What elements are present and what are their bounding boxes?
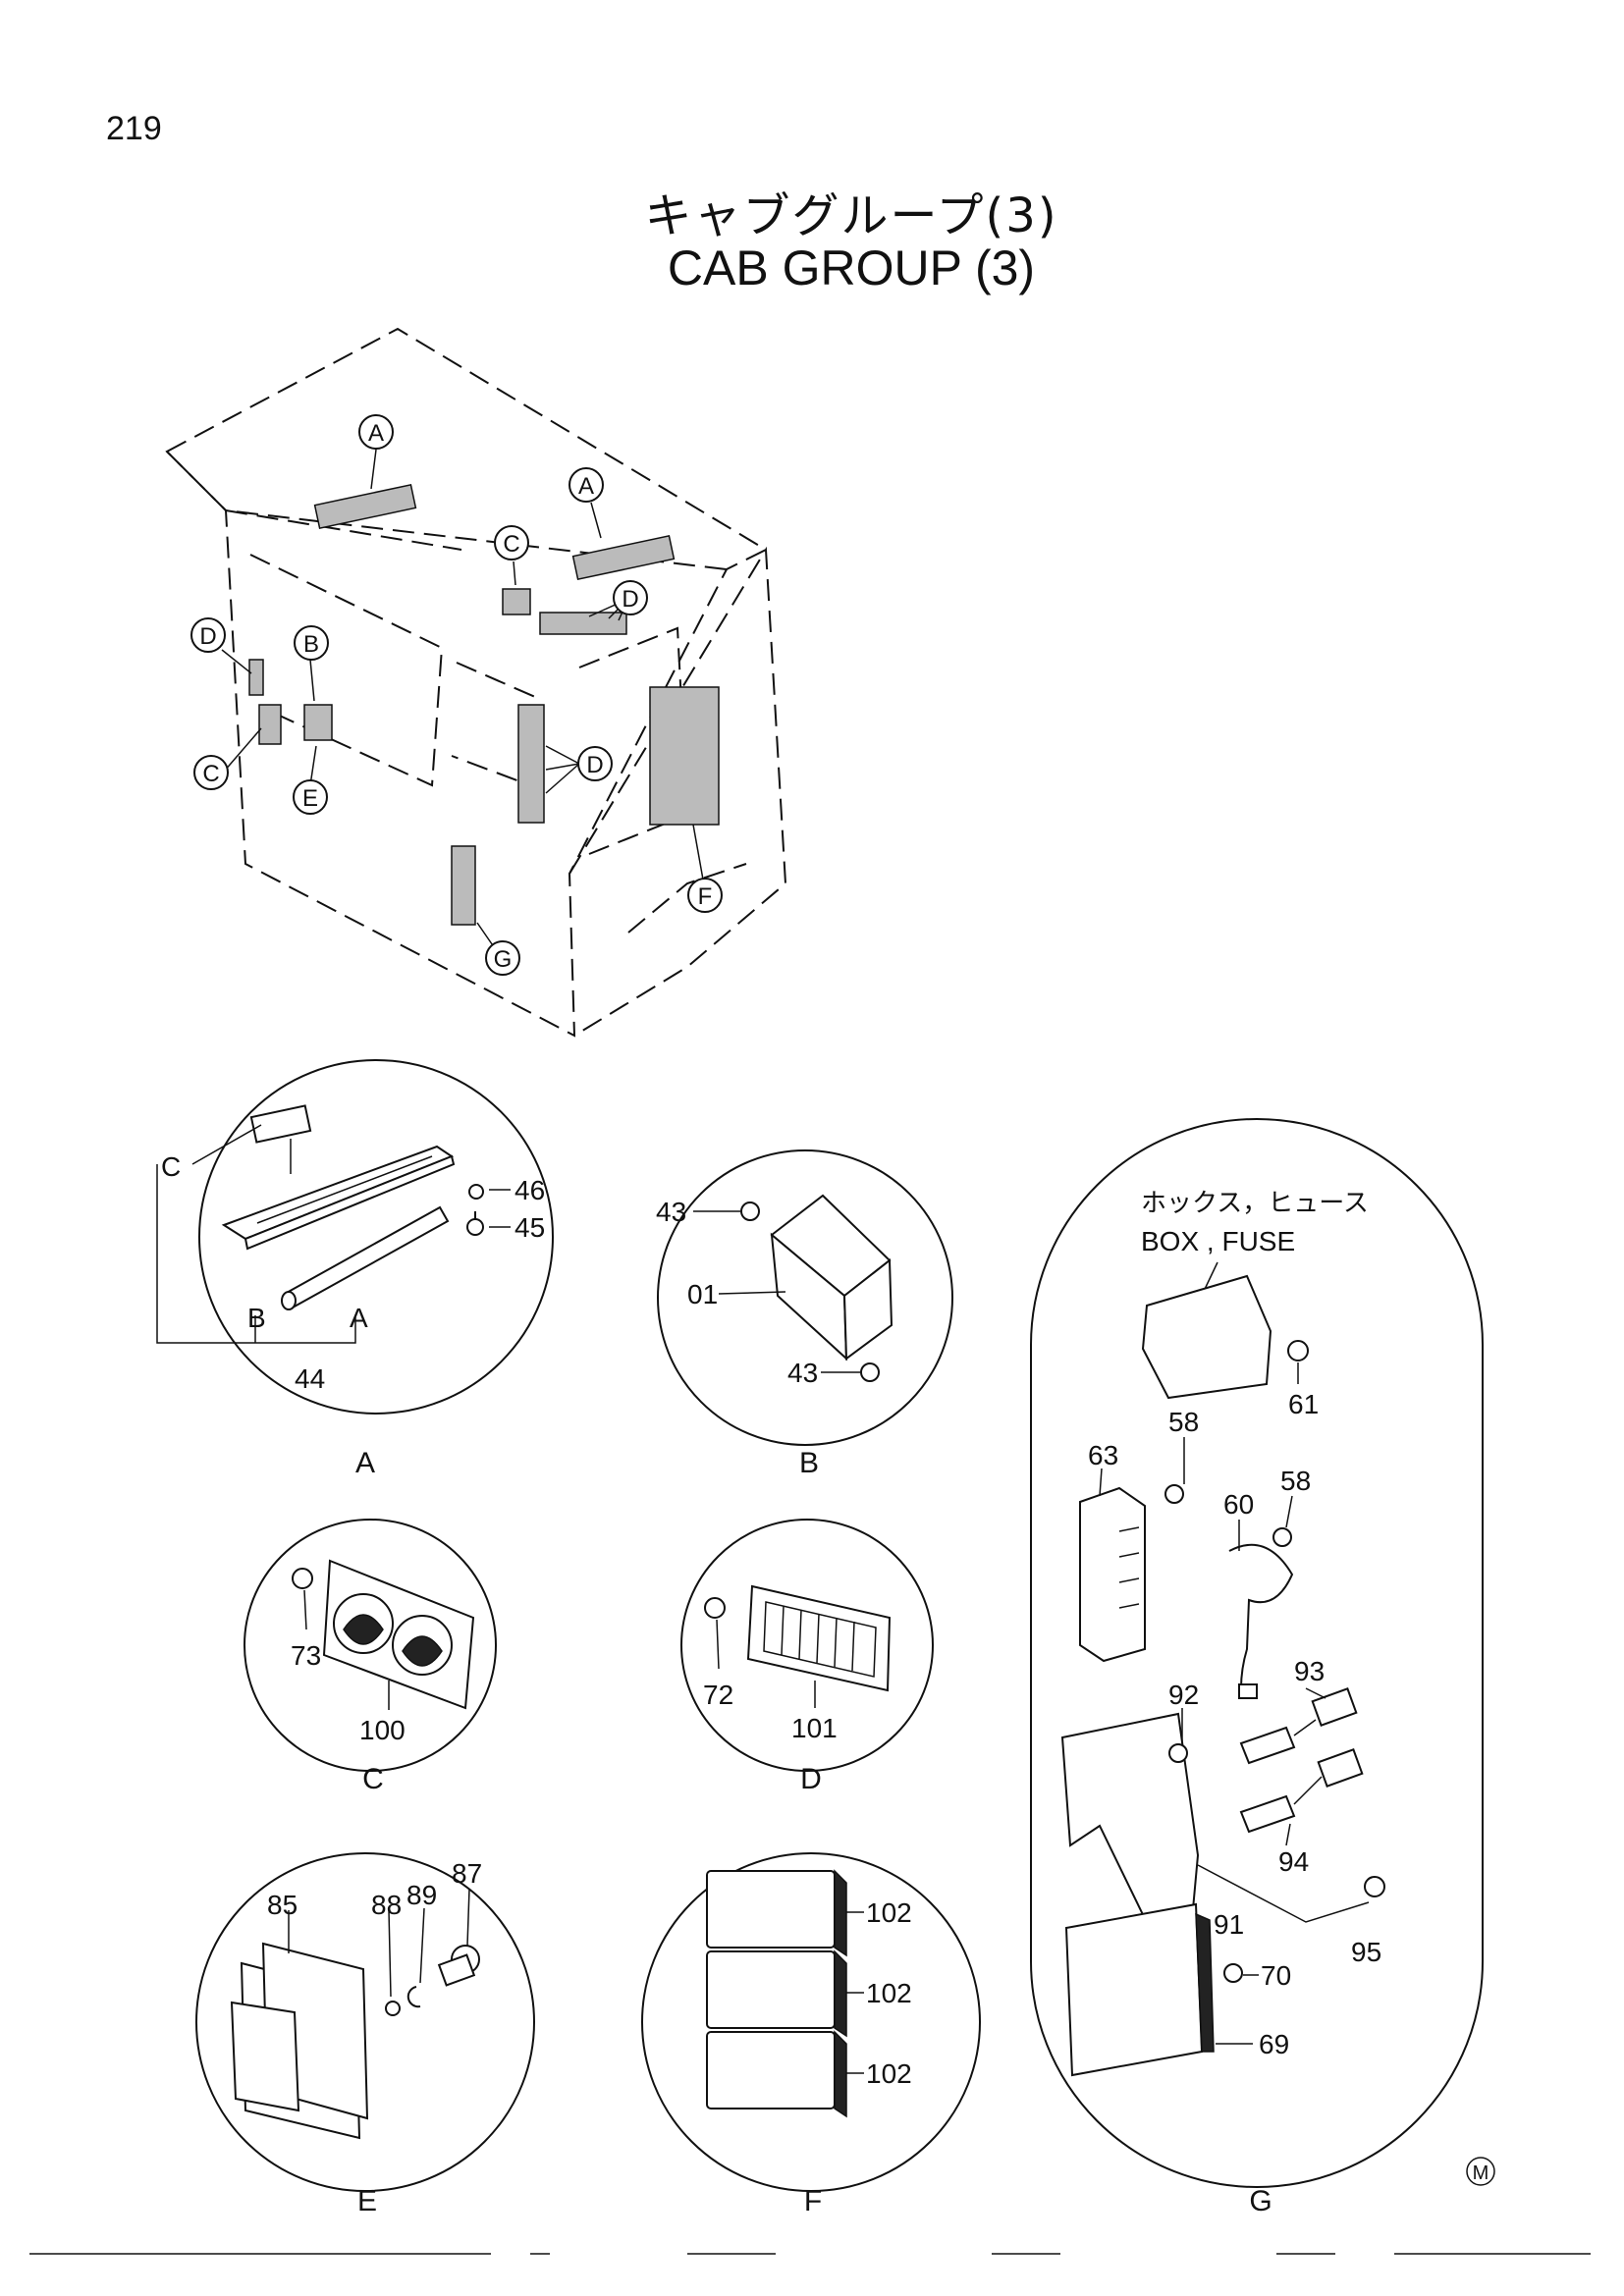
callout-overview-A1: A (358, 414, 394, 450)
part-102-c: 102 (866, 2058, 912, 2089)
part-01: 01 (687, 1279, 718, 1309)
switch-panel-D1 (539, 612, 627, 635)
part-87: 87 (452, 1858, 482, 1889)
box-fuse-japanese: ホックス，ヒュース (1141, 1188, 1369, 1217)
detail-G: ホックス，ヒュース BOX , FUSE 61 58 63 60 58 92 9… (1030, 1118, 1484, 2217)
label-C (249, 1104, 312, 1144)
part-91: 91 (1214, 1909, 1244, 1940)
part-94: 94 (1278, 1846, 1309, 1877)
room-light-A1 (313, 483, 417, 530)
callout-overview-A2: A (568, 467, 604, 503)
room-light-A2 (571, 534, 676, 581)
page-number: 219 (106, 110, 162, 147)
part-43-top: 43 (656, 1197, 686, 1227)
part-72: 72 (703, 1680, 733, 1710)
part-58-a: 58 (1168, 1407, 1199, 1437)
part-label-B: B (247, 1303, 266, 1333)
title-english: CAB GROUP (3) (667, 240, 1036, 295)
callout-overview-D1: D (613, 580, 648, 615)
detail-label-C: C (362, 1763, 384, 1795)
callout-overview-G: G (485, 940, 520, 976)
part-label-A: A (350, 1303, 368, 1333)
part-61: 61 (1288, 1389, 1319, 1419)
part-88: 88 (371, 1890, 402, 1920)
detail-F: 102 102 102 F (641, 1852, 981, 2217)
svg-text:D: D (199, 623, 216, 650)
svg-text:M: M (1473, 2163, 1489, 2184)
part-44: 44 (295, 1363, 325, 1394)
svg-text:C: C (503, 531, 519, 558)
svg-text:B: B (303, 631, 319, 658)
callout-overview-C1: C (494, 525, 529, 561)
title-japanese: キャブグループ(3) (644, 188, 1058, 243)
part-58-b: 58 (1280, 1466, 1311, 1496)
part-102-b: 102 (866, 1978, 912, 2008)
fuse-block-1 (706, 1870, 836, 1949)
detail-C: 73 100 C (244, 1519, 497, 1795)
svg-text:A: A (368, 420, 384, 447)
detail-label-D: D (800, 1763, 822, 1795)
part-70: 70 (1261, 1960, 1291, 1991)
svg-text:G: G (494, 946, 513, 973)
fuse-block-2 (706, 1950, 836, 2029)
part-label-C: C (161, 1151, 181, 1182)
part-92: 92 (1168, 1680, 1199, 1710)
callout-overview-B: B (294, 625, 329, 661)
part-73: 73 (291, 1640, 321, 1671)
m-mark: M (1466, 2157, 1495, 2186)
callout-overview-D3: D (577, 746, 613, 781)
part-69: 69 (1259, 2029, 1289, 2059)
callout-overview-C2: C (193, 755, 229, 790)
relay-60 (1228, 1543, 1294, 1689)
detail-label-A: A (355, 1447, 375, 1479)
box-G (451, 845, 476, 926)
part-60: 60 (1223, 1489, 1254, 1520)
part-101: 101 (791, 1713, 838, 1743)
terminal-block-63 (1079, 1486, 1146, 1663)
part-85: 85 (267, 1890, 298, 1920)
socket-C1 (502, 588, 531, 615)
part-93: 93 (1294, 1656, 1325, 1686)
detail-label-E: E (357, 2185, 377, 2217)
callout-overview-D2: D (190, 617, 226, 653)
detail-A: C 46 45 B A 44 A (156, 1059, 554, 1479)
svg-text:D: D (586, 752, 603, 778)
detail-E: 85 88 89 87 E (195, 1852, 535, 2217)
part-63: 63 (1088, 1440, 1118, 1470)
fuse-block-3 (706, 2031, 836, 2109)
socket-C2 (258, 704, 282, 745)
part-46: 46 (514, 1175, 545, 1205)
svg-text:A: A (578, 473, 594, 500)
detail-label-G: G (1249, 2185, 1272, 2217)
switch-94 (1239, 1794, 1296, 1834)
svg-text:F: F (698, 883, 713, 910)
part-95: 95 (1351, 1937, 1381, 1967)
part-102-a: 102 (866, 1897, 912, 1928)
switch-93 (1239, 1726, 1296, 1765)
detail-label-F: F (804, 2185, 822, 2217)
svg-text:D: D (622, 586, 638, 613)
part-100: 100 (359, 1715, 406, 1745)
fuse-panel-F (649, 686, 720, 826)
fuse-box (1141, 1274, 1272, 1400)
cab-overview: A A C D D B C E D F G (165, 327, 787, 1038)
detail-D: 72 101 D (680, 1519, 934, 1795)
detail-B: 43 01 43 B (656, 1149, 953, 1479)
callout-overview-F: F (687, 878, 723, 913)
callout-overview-E: E (293, 779, 328, 815)
board-69 (1064, 1902, 1204, 2077)
part-43-bottom: 43 (787, 1358, 818, 1388)
svg-text:E: E (302, 785, 318, 812)
switch-B (303, 704, 333, 741)
switch-panel-D2 (517, 704, 545, 824)
box-fuse-english: BOX , FUSE (1141, 1226, 1295, 1256)
panel-D3 (248, 659, 264, 696)
part-45: 45 (514, 1212, 545, 1243)
detail-label-B: B (799, 1447, 819, 1479)
svg-text:C: C (202, 761, 219, 787)
part-89: 89 (406, 1880, 437, 1910)
